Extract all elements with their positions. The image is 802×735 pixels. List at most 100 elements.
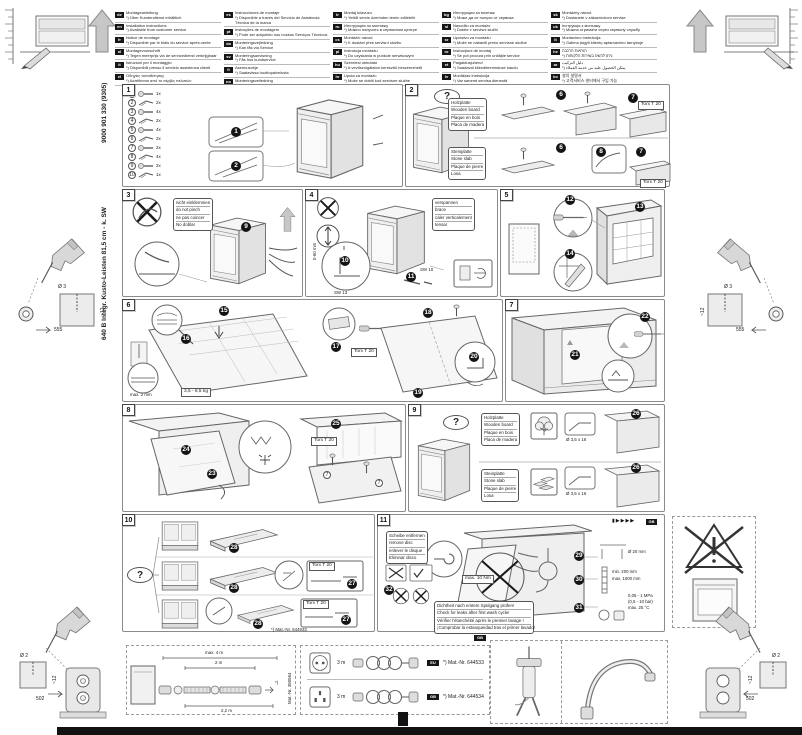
language-entry-text: Instrucţiuni de montaj*) Se pot procura … — [453, 47, 520, 58]
cord-length-gb: 3 m — [337, 694, 346, 700]
max-gap-label: max. 2 mm — [130, 392, 152, 397]
drill-template-left-bottom: Ø 2 ~12 502 — [8, 598, 118, 725]
bottom-print-bar — [57, 727, 802, 735]
language-entry-text: Uputstvo za montažu*) Može se nabaviti p… — [453, 35, 527, 45]
language-entry-text: Οδηγίες τοποθέτησης*) Διατίθενται από το… — [126, 72, 192, 83]
gb-section-badge: GB — [474, 634, 486, 641]
drill-depth-label: ~12 — [52, 675, 58, 684]
step-panel-5: 5 12 13 14 — [500, 189, 665, 297]
cord-length-eu: 3 m — [337, 660, 346, 666]
panel-10-drawing — [152, 521, 373, 629]
drill-diameter-label: Ø 3 — [58, 284, 67, 290]
part-ref-7b: 7 — [375, 479, 383, 487]
language-code-badge: fr — [115, 36, 124, 43]
step-badge-27b: 27 — [341, 615, 351, 625]
language-entry-text: Installation instructions*) Available fr… — [126, 22, 187, 33]
hose-material-number: Mat.-Nr. 350564 — [287, 672, 292, 704]
registration-mark — [398, 712, 408, 726]
bracket-part-icon — [138, 94, 154, 112]
document-number-vertical: 9000 901 330 (9305) — [101, 82, 108, 143]
leak-check-note: Dichtheit nach erstem Spülgang prüfen!Ch… — [434, 601, 535, 634]
panel-7-drawing — [511, 307, 664, 395]
part-count: 2x — [156, 145, 161, 150]
water-pressure-spec: 0,05 - 1 MPa — [628, 593, 653, 598]
screw-part-icon — [138, 139, 154, 157]
language-code-badge: hr — [333, 74, 342, 81]
language-code-badge: he — [551, 49, 560, 56]
step-badge-29: 29 — [574, 551, 584, 561]
power-cord-box: 3 m EU *) Mat.-Nr. 644533 3 m GB *) Mat.… — [300, 645, 490, 715]
drill-template-left-mid: Ø 3 ~12 555 — [8, 232, 108, 345]
dim-2m: 2 m — [215, 660, 223, 665]
panel-number: 4 — [305, 189, 318, 201]
language-code-badge: hu — [333, 61, 342, 68]
step-badge-11: 11 — [406, 272, 416, 282]
water-temp-spec: max. 25 °C — [628, 605, 650, 610]
max-torque-label: max. 10 Nm — [462, 575, 494, 584]
panel-5-drawing — [508, 198, 663, 292]
dim-502-label: 502 — [36, 696, 45, 702]
step-badge-15: 15 — [219, 306, 229, 316]
gb-pages-arrows-icon: ▮▶▶▶▶ — [612, 518, 636, 524]
language-entry-text: Istruzioni per il montaggio*) Disponibil… — [126, 60, 211, 71]
language-entry-text: Uputa za montažu*) Može se dobiti kod se… — [344, 72, 411, 83]
language-entry-text: Notice de montage*) Disponible par le bi… — [126, 35, 211, 45]
eu-socket-icon — [309, 652, 331, 679]
panel-number: 10 — [122, 514, 135, 526]
language-code-badge: sv — [224, 54, 233, 61]
panel-number: 9 — [408, 404, 421, 416]
height-range-label: 0-60 mm — [312, 242, 317, 260]
drill-diameter-label: Ø 2 — [772, 653, 781, 659]
part-count: 4x — [156, 127, 161, 132]
step-badge-20: 20 — [469, 352, 479, 362]
language-entry-text: Инструкция по монтажу*) Можно получить в… — [344, 22, 418, 33]
panel-2-drawing — [413, 91, 671, 186]
language-code-badge: el — [115, 74, 124, 81]
footnote-star: *) — [275, 680, 279, 685]
panel-8-drawing — [128, 412, 403, 504]
sealant-box-divider — [561, 641, 562, 723]
step-badge-21: 21 — [570, 350, 580, 360]
language-code-badge: pl — [333, 49, 342, 56]
language-code-badge: et — [442, 61, 451, 68]
part-number-circle: 10 — [128, 170, 136, 179]
panel-number: 3 — [122, 189, 135, 201]
language-entry-text: Montážní návod*) K dostání přes servisní… — [344, 35, 402, 45]
orientation-arrow-top-left — [87, 8, 117, 61]
screw-part-icon — [138, 85, 154, 103]
pencil-marking-sketch-left — [20, 12, 92, 75]
panel-number: 8 — [122, 404, 135, 416]
language-entry-text: Szerelési útmutató*) A vevőszolgálaton k… — [344, 60, 423, 71]
part-ref-7: 7 — [323, 471, 331, 479]
drill-template-right-bottom: Ø 2 ~12 502 — [688, 598, 798, 725]
language-code-badge: sr — [442, 36, 451, 43]
gb-badge: GB — [427, 693, 439, 700]
step-badge-26: 26 — [631, 409, 641, 419]
inset-badge-2: 2 — [231, 161, 241, 171]
language-entry-text: Montaj kılavuzu*) Yetkili servis üzerind… — [344, 10, 416, 20]
step-badge-9: 9 — [241, 222, 251, 232]
panel-number: 5 — [500, 189, 513, 201]
